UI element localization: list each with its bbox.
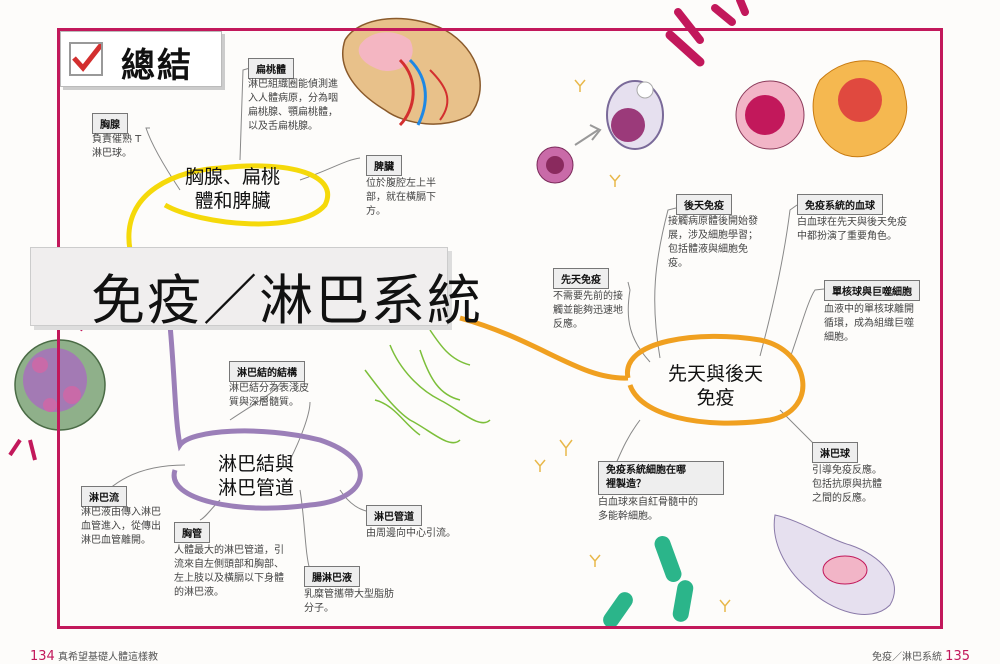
desc-origin: 白血球來自紅骨髓中的 多能幹細胞。 [598,496,698,524]
desc-line: 白血球來自紅骨髓中的 [598,497,698,508]
desc-line: 扁桃腺、顎扁桃體， [248,107,338,118]
hub-line: 淋巴結與 [218,453,295,475]
label-lymph-flow: 淋巴流 [81,486,127,507]
main-title: 免疫／淋巴系統 [91,269,483,332]
desc-line: 左上肢以及橫膈以下身體 [174,573,284,584]
hub-line: 胸腺、扁桃 [185,166,281,188]
label-immune-blood: 免疫系統的血球 [797,194,883,215]
desc-line: 觸並能夠迅速地 [553,305,623,316]
label-spleen: 脾臟 [366,155,402,176]
summary-title: 總結 [121,46,193,86]
desc-line: 負責催熟 T [92,134,142,145]
desc-line: 不需要先前的接 [553,291,623,302]
desc-line: 淋巴組織圈能偵測進 [248,79,338,90]
hub-thymus-tonsil-spleen: 胸腺、扁桃 體和脾臟 [185,165,280,213]
desc-line: 部，就在橫膈下 [366,192,436,203]
desc-line: 質與深層髓質。 [229,397,299,408]
desc-lymph-vessel: 由周邊向中心引流。 [366,527,456,541]
desc-line: 反應。 [553,319,583,330]
desc-line: 淋巴結分為表淺皮 [229,383,309,394]
checkmark-icon [69,38,107,76]
desc-line: 中都扮演了重要角色。 [797,231,897,242]
desc-line: 流來自左側頭部和胸部、 [174,559,284,570]
desc-thymus: 負責催熟 T 淋巴球。 [92,133,141,161]
footer-left: 134 真希望基礎人體這樣教 [30,648,158,664]
label-duct: 胸管 [174,522,210,543]
desc-line: 淋巴血管離開。 [81,535,151,546]
label-lacteal: 腸淋巴液 [304,566,360,587]
blood-cells-illustration [536,0,908,184]
desc-line: 由周邊向中心引流。 [366,528,456,539]
desc-adaptive: 接觸病原體後開始發 展，涉及細胞學習； 包括體液與細胞免 疫。 [668,215,758,271]
desc-line: 入人體病原，分為咽 [248,93,338,104]
desc-line: 淋巴球。 [92,148,132,159]
desc-line: 展，涉及細胞學習； [668,230,758,241]
desc-line: 血液中的單核球離開 [824,304,914,315]
desc-line: 乳糜管攜帶大型脂肪 [304,589,394,600]
desc-line: 的淋巴液。 [174,587,224,598]
desc-lacteal: 乳糜管攜帶大型脂肪 分子。 [304,588,394,616]
label-adaptive: 後天免疫 [676,194,732,215]
hub-lymph-nodes-vessels: 淋巴結與 淋巴管道 [218,452,294,500]
label-lymph-vessel: 淋巴管道 [366,505,422,526]
desc-tonsil: 淋巴組織圈能偵測進 入人體病原，分為咽 扁桃腺、顎扁桃體， 以及舌扁桃腺。 [248,78,338,134]
page-number-right: 135 [945,649,970,664]
hub-line: 淋巴管道 [218,477,295,499]
desc-line: 引導免疫反應。 [812,465,882,476]
page-frame [57,28,943,629]
label-line: 免疫系統細胞在哪 [606,465,686,476]
label-tonsil: 扁桃體 [248,58,294,79]
desc-spleen: 位於腹腔左上半 部，就在橫膈下 方。 [366,177,436,219]
desc-line: 分子。 [304,603,334,614]
desc-line: 接觸病原體後開始發 [668,216,758,227]
label-innate: 先天免疫 [553,268,609,289]
hub-line: 體和脾臟 [194,190,271,212]
page-number-left: 134 [30,649,55,664]
hub-line: 先天與後天 [668,363,764,385]
label-monocyte: 單核球與巨噬細胞 [824,280,920,301]
desc-immune-blood: 白血球在先天與後天免疫 中都扮演了重要角色。 [797,216,907,244]
hub-innate-adaptive: 先天與後天 免疫 [668,362,763,410]
macrophage-illustration [773,514,895,615]
summary-box: 總結 [60,31,222,87]
lymph-vessel-network [364,329,491,444]
desc-lymph-flow: 淋巴液由傳入淋巴 血管進入，從傳出 淋巴血管離開。 [81,506,161,548]
footer-right: 免疫／淋巴系統 135 [872,648,970,664]
desc-monocyte: 血液中的單核球離開 循環，成為組織巨噬 細胞。 [824,303,914,345]
tonsil-illustration [342,17,481,127]
desc-line: 位於腹腔左上半 [366,178,436,189]
desc-line: 之間的反應。 [812,493,872,504]
desc-line: 包括體液與細胞免 [668,244,748,255]
desc-line: 白血球在先天與後天免疫 [797,217,907,228]
desc-line: 循環，成為組織巨噬 [824,318,914,329]
label-line: 裡製造？ [606,479,646,490]
label-node-structure: 淋巴結的結構 [229,361,305,382]
desc-lymphocyte: 引導免疫反應。 包括抗原與抗體 之間的反應。 [812,464,882,506]
footer-left-text: 真希望基礎人體這樣教 [58,652,159,663]
desc-line: 淋巴液由傳入淋巴 [81,507,161,518]
desc-innate: 不需要先前的接 觸並能夠迅速地 反應。 [553,290,623,332]
label-thymus: 胸腺 [92,113,128,134]
desc-duct: 人體最大的淋巴管道，引 流來自左側頭部和胸部、 左上肢以及橫膈以下身體 的淋巴液… [174,544,284,600]
desc-line: 包括抗原與抗體 [812,479,882,490]
footer-right-text: 免疫／淋巴系統 [871,652,942,663]
label-origin: 免疫系統細胞在哪 裡製造？ [598,461,724,495]
desc-line: 方。 [366,206,386,217]
desc-line: 血管進入，從傳出 [81,521,161,532]
hub-line: 免疫 [696,387,735,409]
desc-line: 細胞。 [824,332,854,343]
bacteria-illustration [603,535,694,628]
desc-node-structure: 淋巴結分為表淺皮 質與深層髓質。 [229,382,309,410]
main-title-banner: 免疫／淋巴系統 [30,247,481,332]
desc-line: 以及舌扁桃腺。 [248,121,318,132]
desc-line: 人體最大的淋巴管道，引 [174,545,284,556]
desc-line: 多能幹細胞。 [598,511,658,522]
label-lymphocyte: 淋巴球 [812,442,858,463]
desc-line: 疫。 [668,258,688,269]
